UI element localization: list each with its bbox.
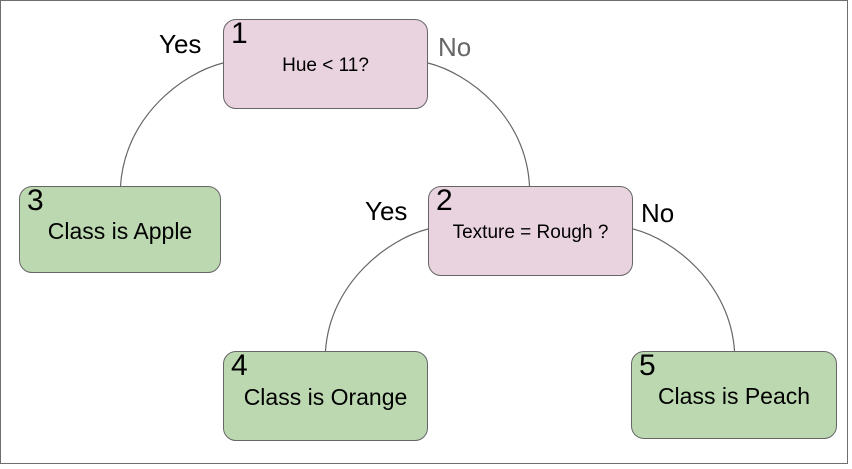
edge-n2-no-to-n5 [632, 228, 736, 352]
node-number: 3 [27, 184, 44, 217]
node-label: Class is Apple [47, 217, 193, 244]
edge-n2-yes-to-n4 [324, 228, 429, 352]
node-decision-hue: 1 Hue < 11? [223, 17, 428, 109]
node-number: 2 [436, 184, 453, 217]
edge-n1-yes-to-n3 [119, 62, 224, 187]
node-label: Texture = Rough ? [452, 221, 609, 243]
node-decision-texture: 2 Texture = Rough ? [428, 184, 633, 276]
node-leaf-peach: 5 Class is Peach [631, 349, 837, 439]
edge-label-yes: Yes [365, 196, 408, 226]
node-number: 1 [231, 17, 248, 50]
node-label: Hue < 11? [282, 54, 369, 76]
edge-n1-no-to-n2 [427, 62, 531, 187]
edge-label-no: No [438, 32, 472, 62]
node-leaf-apple: 3 Class is Apple [19, 184, 221, 273]
node-leaf-orange: 4 Class is Orange [223, 349, 428, 441]
edge-label-yes: Yes [159, 29, 202, 59]
node-number: 5 [639, 349, 656, 382]
edge-label-no: No [641, 198, 675, 228]
node-label: Class is Orange [243, 384, 408, 410]
node-number: 4 [231, 349, 248, 382]
node-label: Class is Peach [657, 383, 811, 409]
